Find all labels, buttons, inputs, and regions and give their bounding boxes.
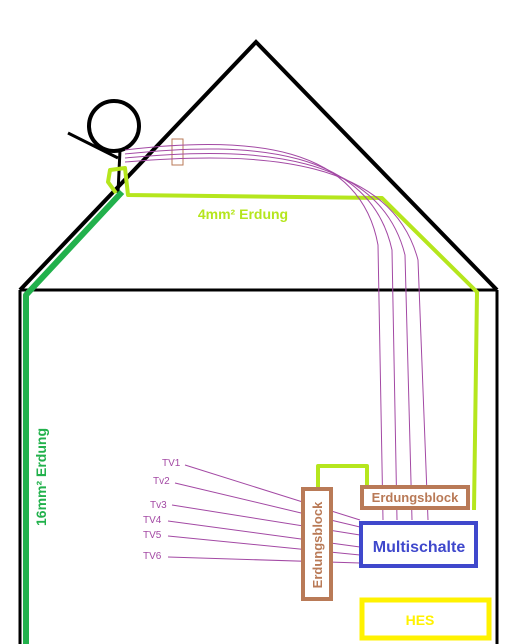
coax-cable [124,157,429,521]
tv-output-label: TV5 [143,530,162,541]
coax-cable [124,152,413,521]
coax-cable [124,148,398,521]
satellite-dish-icon [67,99,184,194]
tv-output-label: Tv3 [150,500,167,511]
earth-16mm-wire [23,189,125,644]
earth-block-side-label: Erdungsblock [310,501,325,588]
hes-label: HES [406,612,435,628]
multiswitch-label: Multischalte [373,539,466,556]
roof-outline [18,39,499,292]
earth-4mm-wire [106,166,479,511]
tv-output-label: TV4 [143,515,162,526]
tv-output-label: TV6 [143,551,162,562]
tv-output-label: TV1 [162,458,181,469]
coax-cable [124,143,384,521]
coax-cables [124,143,429,521]
multiswitch-box [359,521,478,568]
earth-block-top [360,485,470,510]
earth-block-top-label: Erdungsblock [372,490,459,505]
tv-output-label: Tv2 [153,476,170,487]
earth-block-side [301,487,333,601]
hes-box [359,597,492,641]
earth-4mm-block-link [316,464,369,488]
earth-4mm-label: 4mm² Erdung [198,206,288,222]
earth-16mm-label: 16mm² Erdung [33,428,49,526]
